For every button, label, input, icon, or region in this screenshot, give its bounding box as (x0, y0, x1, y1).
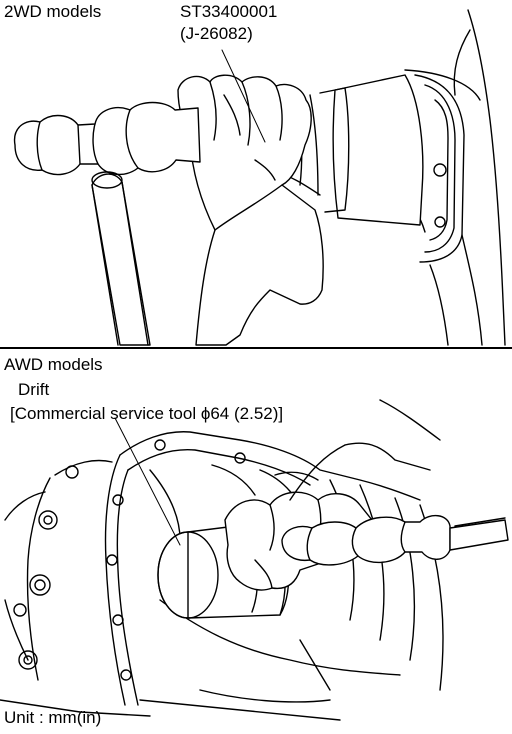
hammer-2wd (13, 101, 201, 346)
leader-line-awd (114, 417, 181, 546)
top-illustration-2wd (13, 9, 506, 346)
drift-label: Drift (18, 380, 50, 399)
bottom-model-label: AWD models (4, 355, 103, 374)
hand-2wd (177, 74, 324, 346)
tool-number-label: ST33400001 (180, 2, 278, 21)
hammer-awd (281, 515, 509, 566)
top-model-label: 2WD models (4, 2, 102, 21)
leader-line-2wd (221, 49, 266, 143)
unit-label: Unit : mm(in) (4, 708, 102, 727)
bottom-illustration-awd (0, 399, 509, 721)
tool-spec-label: [Commercial service tool ϕ64 (2.52)] (10, 404, 284, 423)
tool-alt-number-label: (J-26082) (180, 24, 253, 43)
transfer-case-awd (0, 431, 444, 721)
